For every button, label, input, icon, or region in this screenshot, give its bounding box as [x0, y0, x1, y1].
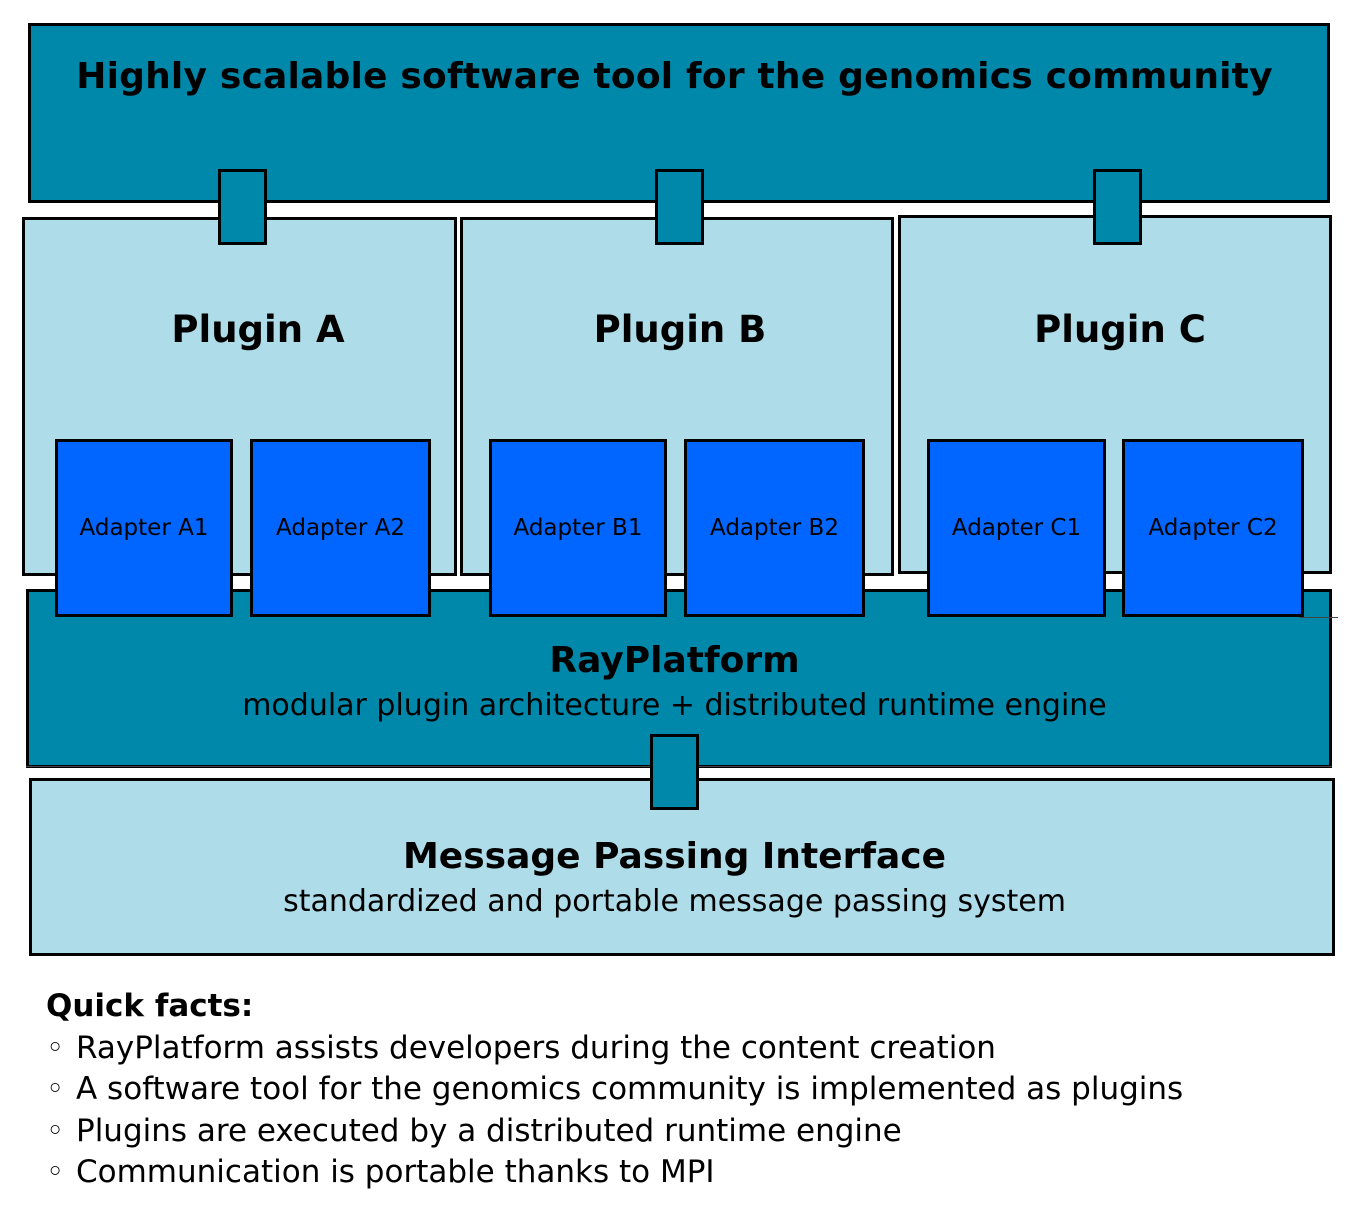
rayplatform-subtitle: modular plugin architecture + distribute…	[242, 688, 1107, 723]
adapter-c1-label: Adapter C1	[951, 515, 1082, 541]
adapter-b2-label: Adapter B2	[710, 515, 839, 541]
bullet-icon: ◦	[46, 1112, 65, 1149]
fact-text: Communication is portable thanks to MPI	[76, 1154, 715, 1190]
fact-text: A software tool for the genomics communi…	[76, 1071, 1184, 1107]
adapter-a1-label: Adapter A1	[79, 515, 209, 541]
fact-item: ◦ RayPlatform assists developers during …	[46, 1028, 1183, 1070]
connector-plugin-c	[1093, 169, 1142, 245]
plugin-a-title: Plugin A	[171, 308, 345, 351]
fact-text: RayPlatform assists developers during th…	[76, 1029, 996, 1066]
fact-item: ◦ Communication is portable thanks to MP…	[46, 1152, 1183, 1194]
fact-item: ◦ A software tool for the genomics commu…	[46, 1069, 1183, 1111]
quick-facts: Quick facts: ◦ RayPlatform assists devel…	[46, 986, 1183, 1194]
connector-mpi	[650, 734, 699, 810]
bullet-icon: ◦	[46, 1071, 65, 1107]
connector-plugin-b	[655, 169, 704, 245]
adapter-b1: Adapter B1	[489, 439, 667, 617]
adapter-c1: Adapter C1	[927, 439, 1106, 617]
mpi-title: Message Passing Interface	[402, 836, 947, 877]
adapter-a2-label: Adapter A2	[276, 515, 405, 541]
adapter-a2: Adapter A2	[250, 439, 431, 617]
adapter-b2: Adapter B2	[684, 439, 865, 617]
plugin-b-title: Plugin B	[593, 308, 767, 351]
bullet-icon: ◦	[46, 1029, 65, 1066]
fact-text: Plugins are executed by a distributed ru…	[76, 1112, 902, 1149]
bullet-icon: ◦	[46, 1154, 65, 1190]
platform-edge-line	[1300, 617, 1338, 618]
mpi-subtitle: standardized and portable message passin…	[283, 884, 1066, 919]
rayplatform-title: RayPlatform	[549, 640, 800, 681]
connector-plugin-a	[218, 169, 267, 245]
adapter-c2-label: Adapter C2	[1148, 515, 1278, 541]
adapter-a1: Adapter A1	[55, 439, 233, 617]
application-layer-title: Highly scalable software tool for the ge…	[76, 56, 1273, 97]
adapter-b1-label: Adapter B1	[513, 515, 643, 541]
quick-facts-heading: Quick facts:	[46, 988, 254, 1024]
adapter-c2: Adapter C2	[1122, 439, 1304, 617]
fact-item: ◦ Plugins are executed by a distributed …	[46, 1111, 1183, 1153]
plugin-c-title: Plugin C	[1034, 308, 1206, 351]
